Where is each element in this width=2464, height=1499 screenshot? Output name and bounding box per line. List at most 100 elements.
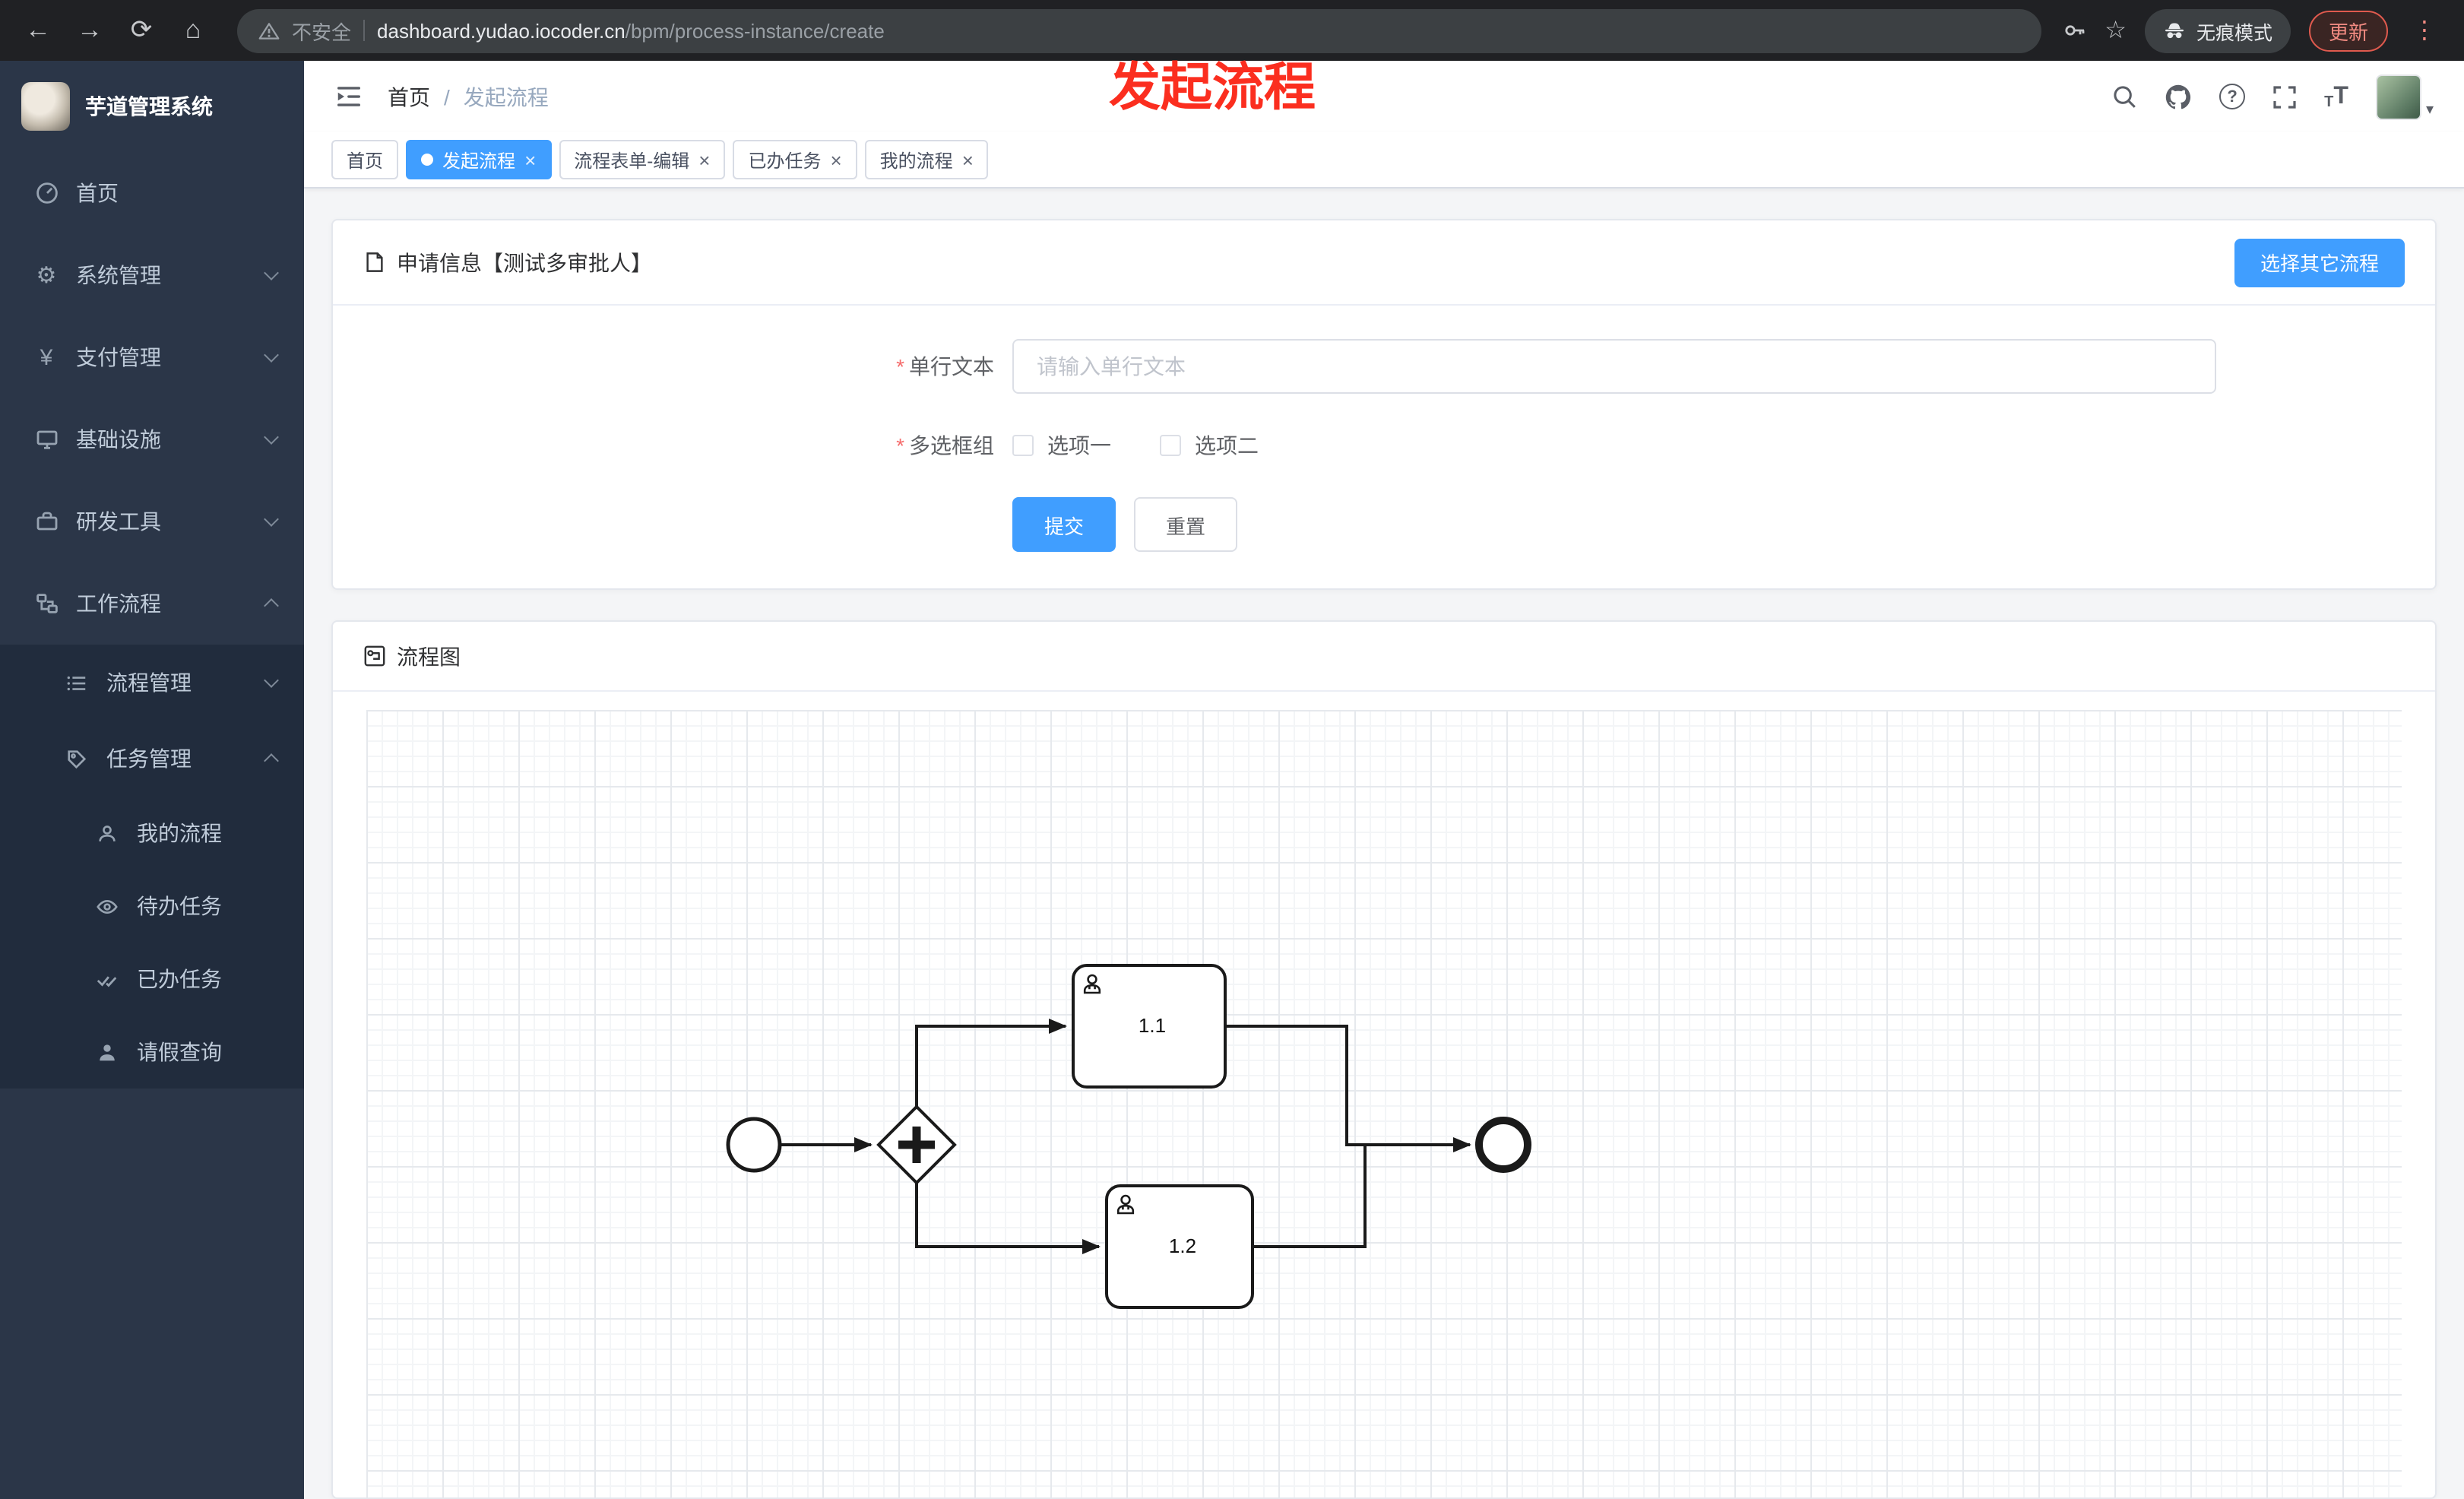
bpmn-diagram: 1.1 1.2 — [726, 964, 1531, 1309]
checkbox-option-1[interactable]: 选项一 — [1012, 430, 1111, 461]
sidebar-item-system-management[interactable]: ⚙ 系统管理 — [0, 234, 304, 316]
dashboard-icon — [33, 181, 59, 205]
github-icon[interactable] — [2165, 83, 2192, 110]
tab-initiate-process[interactable]: 发起流程 × — [406, 140, 552, 179]
task-label: 1.2 — [1169, 1234, 1196, 1257]
sidebar-fold-icon[interactable] — [334, 85, 363, 108]
sidebar-item-label: 工作流程 — [76, 591, 161, 616]
user-avatar-menu[interactable]: ▾ — [2375, 74, 2434, 119]
sidebar-item-label: 流程管理 — [106, 670, 192, 695]
tab-home[interactable]: 首页 — [331, 140, 399, 179]
bpmn-user-task-2[interactable] — [1105, 1184, 1254, 1309]
key-icon[interactable] — [2062, 18, 2086, 43]
active-dot-icon — [421, 154, 434, 166]
eye-icon — [94, 895, 120, 917]
chevron-up-icon — [264, 598, 279, 613]
close-icon[interactable]: × — [830, 148, 842, 171]
breadcrumb-current: 发起流程 — [463, 84, 549, 109]
bpmn-start-event[interactable] — [726, 1117, 782, 1173]
sidebar-item-label: 任务管理 — [106, 746, 192, 771]
chevron-down-icon — [264, 512, 279, 527]
home-icon[interactable]: ⌂ — [185, 15, 201, 44]
single-line-text-input[interactable] — [1012, 339, 2216, 394]
form-row-actions: 提交 重置 — [333, 497, 2435, 552]
tab-my-processes[interactable]: 我的流程 × — [864, 140, 989, 179]
field-label: *多选框组 — [333, 430, 1012, 461]
chevron-down-icon — [264, 429, 279, 445]
flow-task1-to-end[interactable] — [1225, 1025, 1471, 1152]
tab-label: 已办任务 — [748, 150, 822, 171]
avatar — [2375, 74, 2421, 119]
chrome-right-controls: ☆ 无痕模式 更新 ⋮ — [2062, 8, 2449, 52]
sidebar-item-dev-tools[interactable]: 研发工具 — [0, 480, 304, 563]
sidebar-item-label: 系统管理 — [76, 263, 161, 287]
back-icon[interactable]: ← — [25, 15, 51, 44]
help-icon[interactable]: ? — [2219, 84, 2246, 109]
close-icon[interactable]: × — [698, 148, 711, 171]
gear-icon: ⚙ — [36, 263, 57, 289]
gateway-plus-icon — [898, 1127, 935, 1163]
security-label[interactable]: 不安全 — [292, 21, 352, 43]
bpmn-canvas[interactable]: 1.1 1.2 — [366, 710, 2402, 1497]
tab-label: 发起流程 — [442, 150, 516, 171]
sidebar-item-task-management[interactable]: 任务管理 — [0, 721, 304, 797]
tab-done-tasks[interactable]: 已办任务 × — [733, 140, 857, 179]
sidebar-item-label: 研发工具 — [76, 509, 161, 534]
forward-icon[interactable]: → — [77, 15, 103, 44]
checkbox-icon[interactable] — [1160, 435, 1181, 456]
sidebar-item-my-processes[interactable]: 我的流程 — [0, 797, 304, 870]
close-icon[interactable]: × — [524, 148, 537, 171]
sidebar-item-label: 支付管理 — [76, 345, 161, 369]
sidebar-item-payment-management[interactable]: ¥ 支付管理 — [0, 316, 304, 398]
sidebar-item-workflow[interactable]: 工作流程 — [0, 563, 304, 645]
workflow-submenu: 流程管理 任务管理 我的流程 — [0, 645, 304, 1089]
form-row-checkbox: *多选框组 选项一 选项二 — [333, 430, 2435, 461]
toolbox-icon — [33, 509, 59, 534]
flow-gateway-to-task1[interactable] — [915, 1019, 1067, 1107]
card-title: 流程图 — [397, 644, 461, 668]
sidebar-item-label: 已办任务 — [137, 967, 222, 991]
checkbox-icon[interactable] — [1012, 435, 1034, 456]
close-icon[interactable]: × — [961, 148, 974, 171]
sidebar-item-leave-query[interactable]: 请假查询 — [0, 1016, 304, 1089]
flow-gateway-to-task2[interactable] — [915, 1183, 1101, 1254]
flow-task2-to-end[interactable] — [1253, 1146, 1367, 1248]
submit-button[interactable]: 提交 — [1012, 497, 1116, 552]
required-asterisk: * — [896, 354, 904, 379]
sidebar-item-todo-tasks[interactable]: 待办任务 — [0, 870, 304, 943]
fullscreen-icon[interactable] — [2272, 84, 2297, 109]
chrome-menu-icon[interactable]: ⋮ — [2412, 18, 2437, 44]
sidebar-item-infrastructure[interactable]: 基础设施 — [0, 398, 304, 480]
incognito-badge[interactable]: 无痕模式 — [2144, 8, 2291, 52]
sidebar-item-done-tasks[interactable]: 已办任务 — [0, 943, 304, 1016]
process-form: *单行文本 *多选框组 选项一 — [333, 306, 2435, 588]
sidebar-item-label: 首页 — [76, 181, 119, 205]
reset-button[interactable]: 重置 — [1134, 497, 1238, 552]
sidebar-item-home[interactable]: 首页 — [0, 152, 304, 234]
breadcrumb-separator: / — [444, 84, 450, 109]
process-diagram-card: 流程图 — [331, 620, 2437, 1499]
bookmark-star-icon[interactable]: ☆ — [2105, 18, 2127, 44]
update-label: 更新 — [2328, 21, 2368, 43]
tab-process-form-edit[interactable]: 流程表单-编辑 × — [559, 140, 726, 179]
sidebar-item-process-management[interactable]: 流程管理 — [0, 645, 304, 721]
card-header: 流程图 — [333, 622, 2435, 692]
update-button[interactable]: 更新 — [2308, 10, 2388, 51]
person-chat-icon — [94, 822, 120, 845]
bpmn-user-task-1[interactable] — [1072, 964, 1227, 1089]
url-text[interactable]: dashboard.yudao.iocoder.cn/bpm/process-i… — [377, 19, 885, 42]
address-bar[interactable]: 不安全 dashboard.yudao.iocoder.cn/bpm/proce… — [237, 8, 2041, 52]
bpmn-end-event[interactable] — [1475, 1117, 1531, 1173]
workflow-icon — [33, 591, 59, 616]
app-logo[interactable]: 芋道管理系统 — [0, 61, 304, 152]
url-separator — [363, 20, 366, 41]
font-size-small: T — [2324, 93, 2334, 110]
refresh-icon[interactable]: ⟳ — [130, 15, 153, 44]
breadcrumb: 首页 / 发起流程 — [388, 81, 549, 112]
select-other-process-button[interactable]: 选择其它流程 — [2234, 238, 2405, 287]
breadcrumb-home[interactable]: 首页 — [388, 84, 430, 109]
search-icon[interactable] — [2111, 84, 2137, 109]
checkbox-option-2[interactable]: 选项二 — [1160, 430, 1259, 461]
